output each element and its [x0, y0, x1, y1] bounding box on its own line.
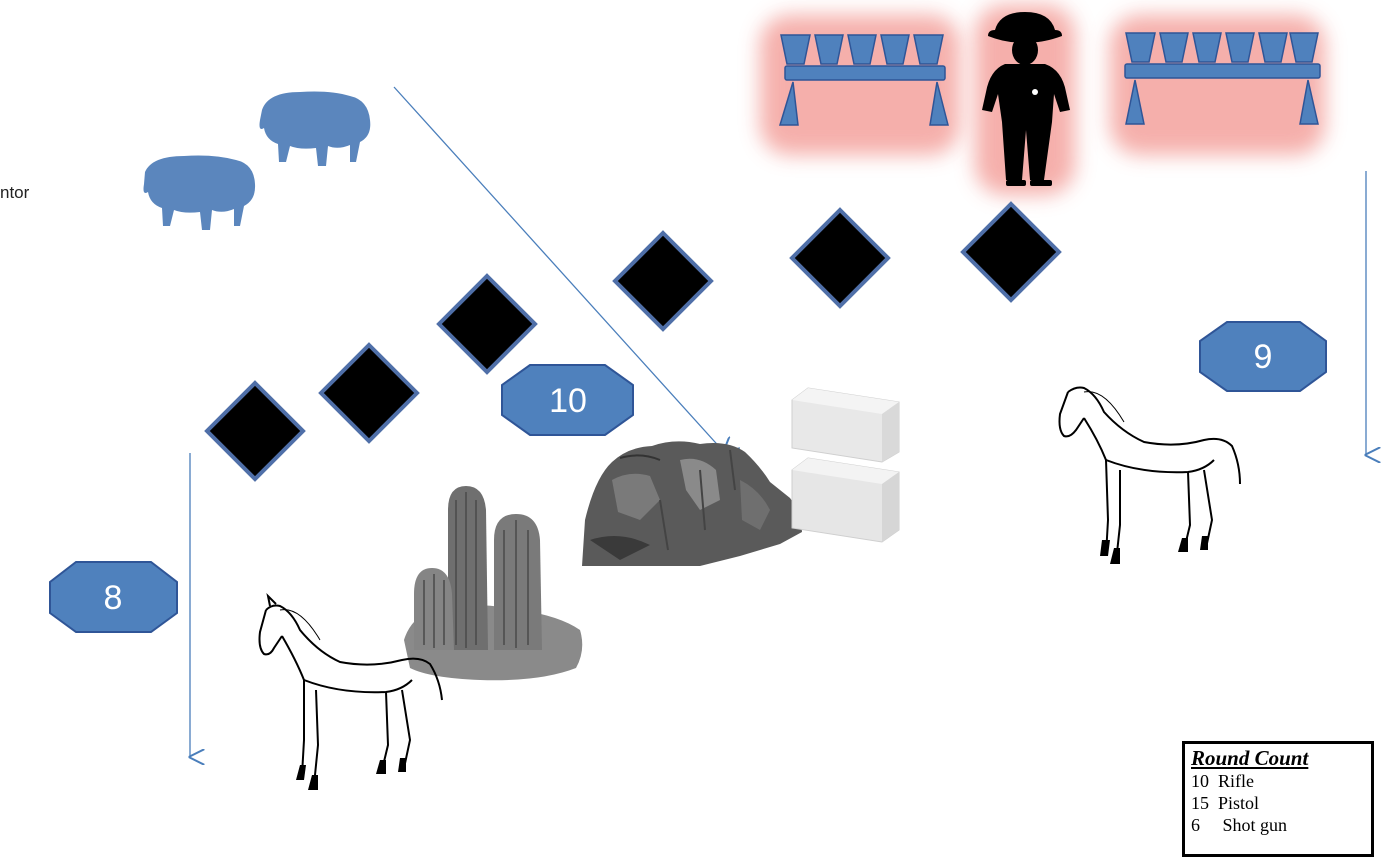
buffalo-icon [144, 92, 371, 231]
round-count-row: 6 Shot gun [1191, 814, 1365, 836]
stage-label-9: 9 [1254, 338, 1273, 376]
target-diamond [207, 383, 303, 479]
round-count-qty: 6 [1191, 815, 1200, 835]
stage-marker-8: 8 [50, 562, 177, 632]
target-diamond [615, 233, 711, 329]
round-count-weapon: Rifle [1218, 771, 1254, 791]
rock-icon [582, 441, 802, 566]
horse-icon [1060, 388, 1241, 563]
round-count-box: Round Count 10 Rifle 15 Pistol 6 Shot gu… [1182, 741, 1374, 857]
horse-hooves [1100, 536, 1208, 564]
target-diamond [321, 345, 417, 441]
stage-marker-9: 9 [1200, 322, 1326, 391]
stage-marker-10: 10 [502, 365, 633, 435]
round-count-qty: 10 [1191, 771, 1209, 791]
round-count-weapon: Pistol [1218, 793, 1259, 813]
hay-bale-icon [792, 388, 899, 542]
round-count-row: 15 Pistol [1191, 792, 1365, 814]
round-count-qty: 15 [1191, 793, 1209, 813]
round-count-title: Round Count [1191, 746, 1365, 770]
stage-label-10: 10 [549, 382, 587, 420]
round-count-row: 10 Rifle [1191, 770, 1365, 792]
target-diamond [792, 210, 888, 306]
horse-hooves [296, 758, 406, 790]
target-diamond [439, 276, 535, 372]
target-diamond [963, 204, 1059, 300]
cactus-icon [404, 486, 582, 680]
round-count-weapon: Shot gun [1223, 815, 1288, 835]
stage-label-8: 8 [104, 579, 123, 617]
